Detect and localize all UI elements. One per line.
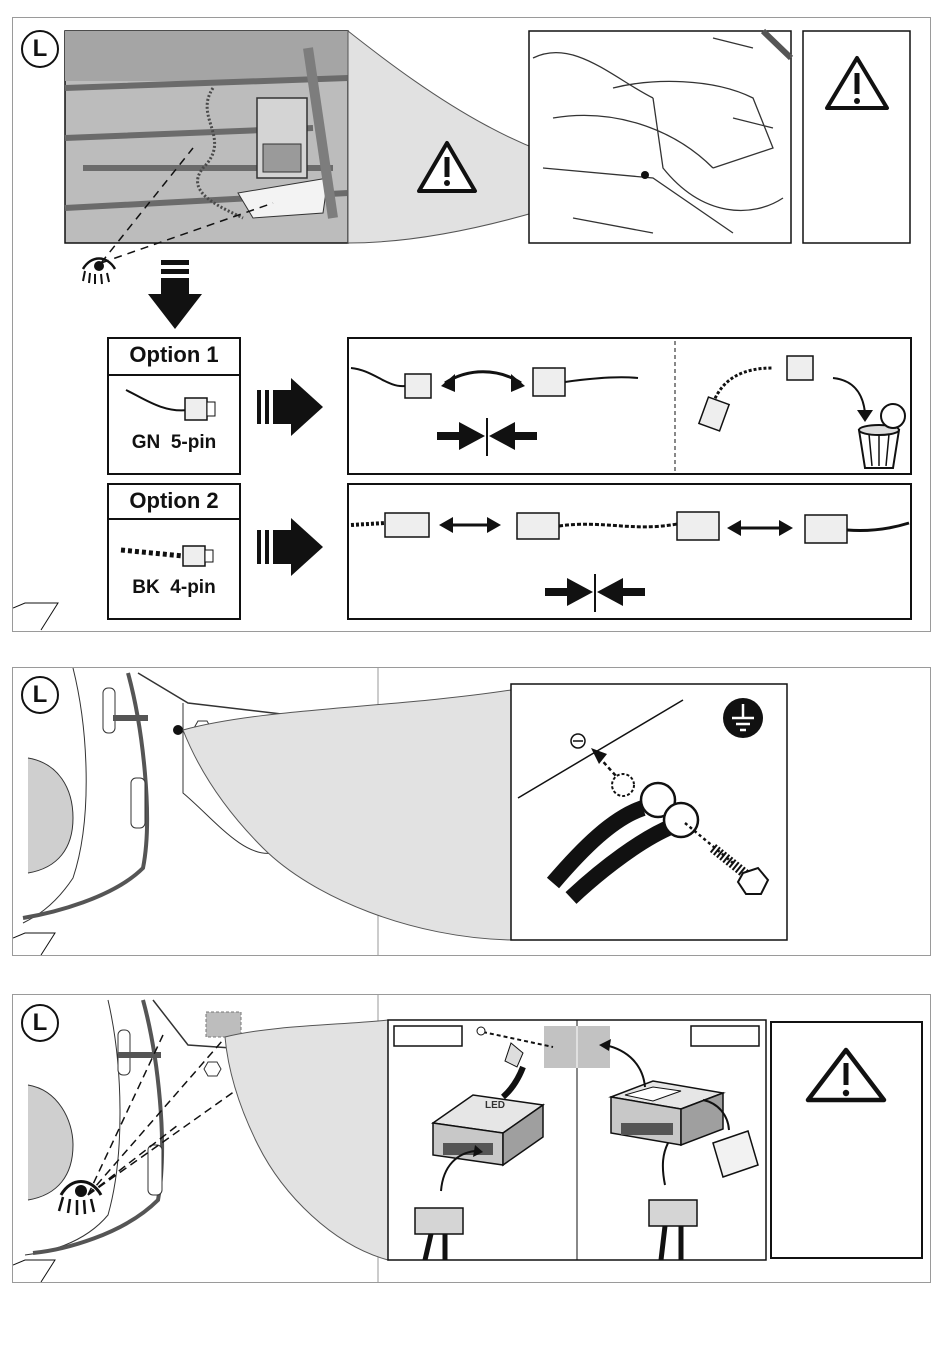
option-2-title: Option 2 <box>108 488 240 514</box>
double-arrow-icon <box>439 517 501 533</box>
option-1-connector-label: GN 5-pin <box>108 432 240 454</box>
right-arrow-icon <box>257 518 323 576</box>
connector-socket <box>533 368 565 396</box>
step-panel-3: L <box>12 994 931 1283</box>
connector-5pin <box>185 398 207 420</box>
option-2-connector-label: BK 4-pin <box>108 577 240 599</box>
step-panel-2: L <box>12 667 931 956</box>
module-led-label: LED <box>485 1100 505 1111</box>
connector-4pin <box>183 546 205 566</box>
eye-icon <box>83 259 115 285</box>
option-2-steps <box>348 484 911 619</box>
right-arrow-icon <box>257 378 323 436</box>
connector-plug <box>405 374 431 398</box>
join-arrows-icon <box>545 574 645 612</box>
panel-1-artwork <box>13 18 930 631</box>
join-arrows-icon <box>437 418 537 456</box>
option-1-steps <box>348 338 911 474</box>
down-arrow-icon <box>148 260 202 329</box>
double-arrow-icon <box>727 520 793 536</box>
double-arrow-icon <box>445 372 521 383</box>
panel-2-artwork <box>13 668 930 955</box>
label-box-left <box>394 1026 462 1046</box>
zoom-wedge <box>183 690 511 940</box>
ground-icon <box>723 698 763 738</box>
option-1-title: Option 1 <box>108 342 240 368</box>
label-box-right <box>691 1026 759 1046</box>
eye-icon <box>59 1182 101 1216</box>
zoom-wedge <box>225 1020 388 1260</box>
step-panel-1: L <box>12 17 931 632</box>
seat-photo <box>65 31 348 243</box>
panel-3-artwork: LED <box>13 995 930 1282</box>
car-interior-drawing <box>529 31 791 243</box>
